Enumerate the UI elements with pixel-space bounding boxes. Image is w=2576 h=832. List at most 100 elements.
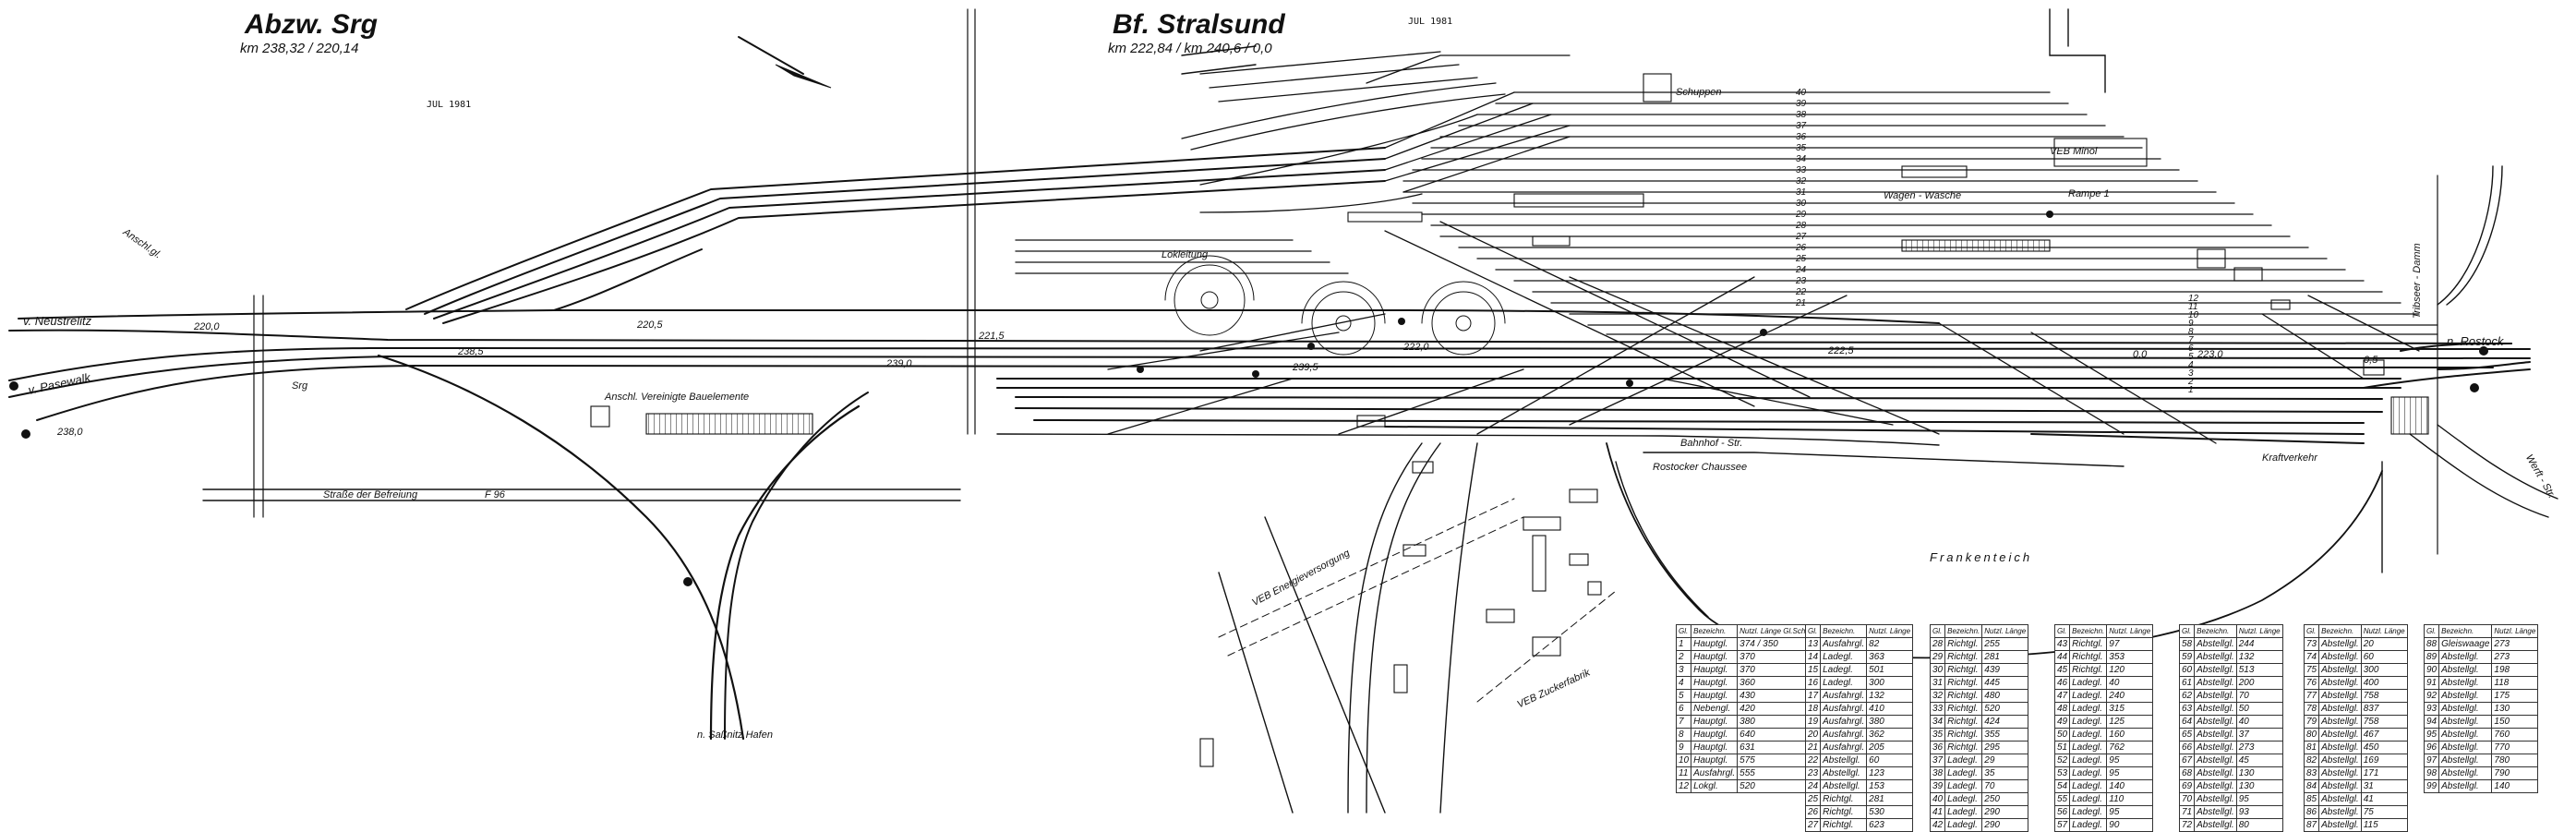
table-cell: Abstellgl. xyxy=(2194,650,2237,664)
table-cell: Richtgl. xyxy=(1944,676,1983,690)
table-cell: 83 xyxy=(2303,766,2320,780)
km-mark: 222,0 xyxy=(1403,342,1429,353)
track-number: 25 xyxy=(1796,254,1807,264)
table-cell: 41 xyxy=(2360,792,2408,806)
table-cell: Abstellgl. xyxy=(2438,715,2493,729)
table-cell: Abstellgl. xyxy=(2438,702,2493,716)
table-cell: Richtgl. xyxy=(1944,728,1983,742)
table-cell: 837 xyxy=(2360,702,2408,716)
label-from-neustrelitz: v. Neustrelitz xyxy=(23,314,92,328)
table-cell: 47 xyxy=(2053,689,2071,703)
table-cell: 11 xyxy=(1675,766,1692,780)
table-cell: Abstellgl. xyxy=(2318,702,2362,716)
track-number: 39 xyxy=(1796,99,1807,109)
table-header-cell: Bezeichn. xyxy=(2438,624,2493,638)
table-cell: Abstellgl. xyxy=(2194,702,2237,716)
table-cell: 362 xyxy=(1866,728,1914,742)
table-cell: 74 xyxy=(2303,650,2320,664)
table-cell: 758 xyxy=(2360,715,2408,729)
table-cell: 73 xyxy=(2303,637,2320,651)
table-cell: 370 xyxy=(1737,663,1811,677)
track-number: 38 xyxy=(1796,110,1807,120)
table-cell: 68 xyxy=(2178,766,2196,780)
table-cell: Abstellgl. xyxy=(2318,741,2362,754)
table-cell: 7 xyxy=(1675,715,1692,729)
table-cell: 16 xyxy=(1804,676,1822,690)
table-header-cell: Bezeichn. xyxy=(1691,624,1739,638)
track-number: 3 xyxy=(2188,368,2194,379)
table-cell: Abstellgl. xyxy=(2318,715,2362,729)
table-cell: Richtgl. xyxy=(1820,792,1868,806)
table-cell: Hauptgl. xyxy=(1691,715,1739,729)
table-cell: Richtgl. xyxy=(1944,663,1983,677)
table-cell: 81 xyxy=(2303,741,2320,754)
table-cell: Ladegl. xyxy=(2069,792,2108,806)
table-cell: 69 xyxy=(2178,779,2196,793)
track-number: 27 xyxy=(1796,232,1807,242)
table-cell: 3 xyxy=(1675,663,1692,677)
table-cell: Ladegl. xyxy=(1944,754,1983,767)
table-cell: 86 xyxy=(2303,805,2320,819)
table-cell: 132 xyxy=(1866,689,1914,703)
track-number: 37 xyxy=(1796,121,1807,131)
table-cell: 315 xyxy=(2106,702,2154,716)
table-cell: 19 xyxy=(1804,715,1822,729)
table-header-row: Gl.Bezeichn.Nutzl. Länge Gl.Sch. xyxy=(1675,624,1811,638)
label-to-sassnitz: n. Saßnitz Hafen xyxy=(697,730,773,741)
table-cell: Abstellgl. xyxy=(2318,689,2362,703)
table-cell: Hauptgl. xyxy=(1691,676,1739,690)
table-cell: 93 xyxy=(2235,805,2283,819)
label-frankenteich: Frankenteich xyxy=(1930,550,2033,564)
table-cell: 130 xyxy=(2235,779,2283,793)
table-cell: 71 xyxy=(2178,805,2196,819)
table-cell: 46 xyxy=(2053,676,2071,690)
table-header-row: Gl.Bezeichn.Nutzl. Länge xyxy=(1929,624,2029,638)
table-cell: 75 xyxy=(2303,663,2320,677)
table-cell: Abstellgl. xyxy=(2194,637,2237,651)
table-cell: 380 xyxy=(1737,715,1811,729)
track-number: 35 xyxy=(1796,143,1807,153)
table-cell: Ausfahrgl. xyxy=(1820,702,1868,716)
table-cell: Richtgl. xyxy=(1944,702,1983,716)
table-cell: Abstellgl. xyxy=(2318,792,2362,806)
table-cell: 91 xyxy=(2423,676,2440,690)
table-cell: Ladegl. xyxy=(2069,715,2108,729)
track-number: 6 xyxy=(2188,344,2194,354)
track-number: 4 xyxy=(2188,360,2194,370)
hatched-buildings xyxy=(645,239,2429,435)
label-minol: VEB Minol xyxy=(2050,146,2098,157)
table-cell: Abstellgl. xyxy=(2194,689,2237,703)
table-cell: 18 xyxy=(1804,702,1822,716)
table-cell: 15 xyxy=(1804,663,1822,677)
table-cell: Gleiswaage xyxy=(2438,637,2493,651)
table-cell: Abstellgl. xyxy=(2438,754,2493,767)
table-cell: 640 xyxy=(1737,728,1811,742)
table-cell: 110 xyxy=(2106,792,2154,806)
table-header-cell: Bezeichn. xyxy=(2318,624,2362,638)
table-cell: 94 xyxy=(2423,715,2440,729)
table-cell: 55 xyxy=(2053,792,2071,806)
table-cell: 34 xyxy=(1929,715,1946,729)
table-cell: Abstellgl. xyxy=(2438,741,2493,754)
km-mark: 220,5 xyxy=(637,320,663,331)
table-cell: 26 xyxy=(1804,805,1822,819)
table-cell: Ausfahrgl. xyxy=(1820,637,1868,651)
track-number: 34 xyxy=(1796,154,1807,164)
